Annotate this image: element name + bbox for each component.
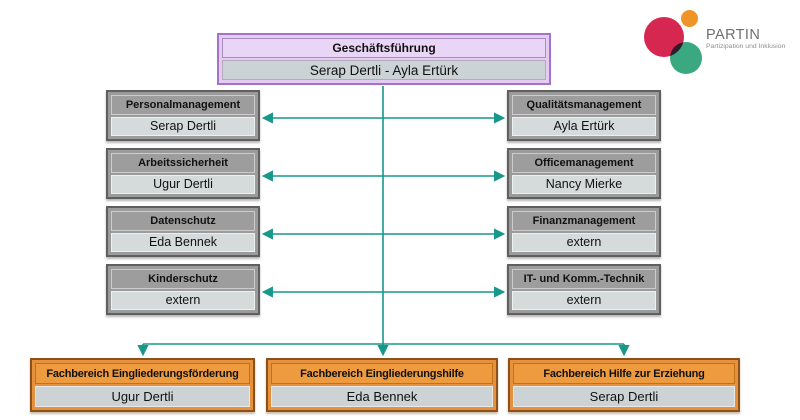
node-person: Eda Bennek	[271, 386, 493, 407]
node-title: Qualitätsmanagement	[512, 95, 656, 115]
node-person: Nancy Mierke	[512, 174, 656, 194]
node-title: Fachbereich Hilfe zur Erziehung	[513, 363, 735, 384]
node-finanzmanagement: Finanzmanagement extern	[507, 206, 661, 257]
node-officemanagement: Officemanagement Nancy Mierke	[507, 148, 661, 199]
node-title: Fachbereich Eingliederungshilfe	[271, 363, 493, 384]
node-title: Arbeitssicherheit	[111, 153, 255, 173]
node-title: Fachbereich Eingliederungsförderung	[35, 363, 250, 384]
node-title: IT- und Komm.-Technik	[512, 269, 656, 289]
node-person: Ayla Ertürk	[512, 116, 656, 136]
node-it-komm-technik: IT- und Komm.-Technik extern	[507, 264, 661, 315]
node-person: Serap Dertli	[513, 386, 735, 407]
node-title: Personalmanagement	[111, 95, 255, 115]
node-datenschutz: Datenschutz Eda Bennek	[106, 206, 260, 257]
node-kinderschutz: Kinderschutz extern	[106, 264, 260, 315]
node-person: extern	[512, 290, 656, 310]
node-person: extern	[111, 290, 255, 310]
logo-orange-circle-icon	[681, 10, 698, 27]
node-title: Finanzmanagement	[512, 211, 656, 231]
node-title: Geschäftsführung	[222, 38, 546, 58]
logo-tagline: Partizipation und Inklusion	[706, 43, 786, 50]
node-geschaeftsfuehrung: Geschäftsführung Serap Dertli - Ayla Ert…	[217, 33, 551, 85]
logo-green-circle-icon	[670, 42, 702, 74]
logo-brand-text: PARTIN	[706, 27, 761, 43]
node-fachbereich-eingliederungsfoerderung: Fachbereich Eingliederungsförderung Ugur…	[30, 358, 255, 412]
node-person: Eda Bennek	[111, 232, 255, 252]
node-title: Datenschutz	[111, 211, 255, 231]
node-person: extern	[512, 232, 656, 252]
node-title: Kinderschutz	[111, 269, 255, 289]
node-person: Serap Dertli - Ayla Ertürk	[222, 60, 546, 80]
node-title: Officemanagement	[512, 153, 656, 173]
node-person: Ugur Dertli	[111, 174, 255, 194]
node-person: Serap Dertli	[111, 116, 255, 136]
node-personalmanagement: Personalmanagement Serap Dertli	[106, 90, 260, 141]
node-arbeitssicherheit: Arbeitssicherheit Ugur Dertli	[106, 148, 260, 199]
partin-logo: PARTIN Partizipation und Inklusion	[638, 6, 798, 84]
node-fachbereich-hilfe-zur-erziehung: Fachbereich Hilfe zur Erziehung Serap De…	[508, 358, 740, 412]
node-fachbereich-eingliederungshilfe: Fachbereich Eingliederungshilfe Eda Benn…	[266, 358, 498, 412]
node-person: Ugur Dertli	[35, 386, 250, 407]
node-qualitaetsmanagement: Qualitätsmanagement Ayla Ertürk	[507, 90, 661, 141]
